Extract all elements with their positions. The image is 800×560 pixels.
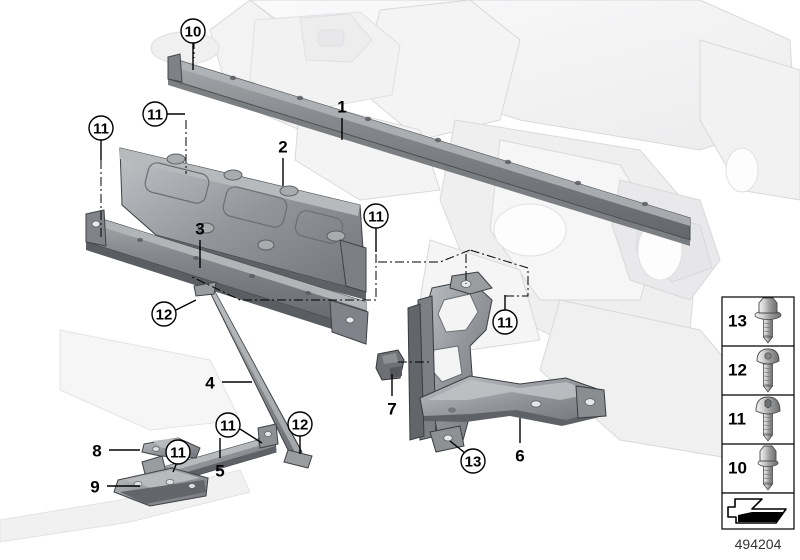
callout-13-c13[interactable]: 13 [449, 440, 486, 474]
callout-9-c9[interactable]: 9 [90, 478, 140, 497]
callout-leader-line [175, 299, 197, 311]
callout-4-c4[interactable]: 4 [205, 374, 252, 393]
callout-label: 11 [497, 315, 513, 332]
callout-label: 13 [465, 454, 482, 471]
callout-label: 2 [278, 138, 287, 157]
callout-circle [142, 101, 168, 127]
part-9-panel-strip [113, 467, 209, 507]
callout-label: 1 [337, 98, 346, 117]
callout-11-c11c[interactable]: 11 [363, 203, 389, 252]
callout-label: 11 [147, 107, 163, 124]
part-10-upper-beam [167, 53, 691, 246]
callout-11-c11e[interactable]: 11 [215, 412, 263, 444]
callout-circle [363, 203, 389, 229]
callout-circle [88, 115, 114, 141]
callout-label: 9 [90, 478, 99, 497]
callout-8-c8[interactable]: 8 [92, 442, 140, 461]
legend-number: 12 [728, 361, 747, 380]
callout-leader-line [239, 428, 263, 444]
callout-label: 3 [195, 220, 204, 239]
pan-head-screw-icon [756, 348, 780, 393]
callout-leader-line [449, 440, 466, 454]
callout-2-c2[interactable]: 2 [278, 138, 288, 187]
part-6-lower-cross-bar [419, 375, 607, 426]
callout-circle [492, 309, 518, 335]
legend-number: 13 [728, 312, 747, 331]
legend-row-10[interactable]: 10 [728, 445, 779, 491]
part-2-bulkhead-panel [119, 147, 367, 300]
callout-11-c11a[interactable]: 11 [142, 101, 185, 127]
diagram-id-label: 494204 [735, 536, 782, 552]
legend-row-12[interactable]: 12 [728, 348, 780, 393]
callout-circle [287, 411, 313, 437]
torx-pan-head-screw-icon [755, 396, 781, 442]
callout-circle [165, 439, 191, 465]
legend-number: 10 [728, 459, 747, 478]
hex-flange-bolt-icon [754, 297, 782, 344]
callout-10-c10[interactable]: 10 [180, 18, 206, 70]
legend-box: 13 12 11 10 [721, 296, 795, 494]
callout-circle [215, 412, 241, 438]
callout-5-c5[interactable]: 5 [215, 438, 225, 481]
direction-arrow-box [721, 492, 795, 530]
part-7-clip [375, 349, 405, 381]
callout-3-c3[interactable]: 3 [195, 220, 205, 269]
callout-circle [460, 448, 486, 474]
callout-6-c6[interactable]: 6 [515, 418, 525, 466]
callout-11-c11d[interactable]: 11 [492, 295, 518, 335]
callout-label: 8 [92, 442, 101, 461]
callout-label: 5 [215, 462, 224, 481]
assembly-center-lines [100, 120, 529, 363]
callout-7-c7[interactable]: 7 [387, 374, 397, 419]
hex-head-bolt-icon [757, 445, 779, 491]
callout-label: 10 [185, 24, 202, 41]
callout-label: 12 [292, 417, 309, 434]
part-3-lower-cross-member [85, 209, 369, 345]
callout-1-c1[interactable]: 1 [337, 98, 347, 141]
callout-label: 7 [387, 400, 396, 419]
callout-label: 6 [515, 447, 524, 466]
callout-label: 11 [93, 121, 109, 138]
part-4-diagonal-strut [193, 281, 313, 469]
callout-label: 12 [156, 307, 173, 324]
callout-circle [151, 301, 177, 327]
callout-circle [180, 18, 206, 44]
legend-row-11[interactable]: 11 [728, 396, 781, 442]
callout-11-c11f[interactable]: 11 [165, 439, 191, 473]
callout-label: 11 [170, 445, 186, 462]
callout-11-c11b[interactable]: 11 [88, 115, 114, 160]
callout-label: 4 [205, 374, 215, 393]
legend-number: 11 [728, 410, 746, 429]
legend-row-13[interactable]: 13 [728, 297, 782, 344]
ghost-engine-silhouette [249, 11, 401, 113]
callout-label: 11 [220, 418, 236, 435]
callout-label: 11 [368, 209, 384, 226]
callout-12-c12b[interactable]: 12 [287, 411, 313, 454]
callout-12-c12a[interactable]: 12 [151, 299, 197, 327]
